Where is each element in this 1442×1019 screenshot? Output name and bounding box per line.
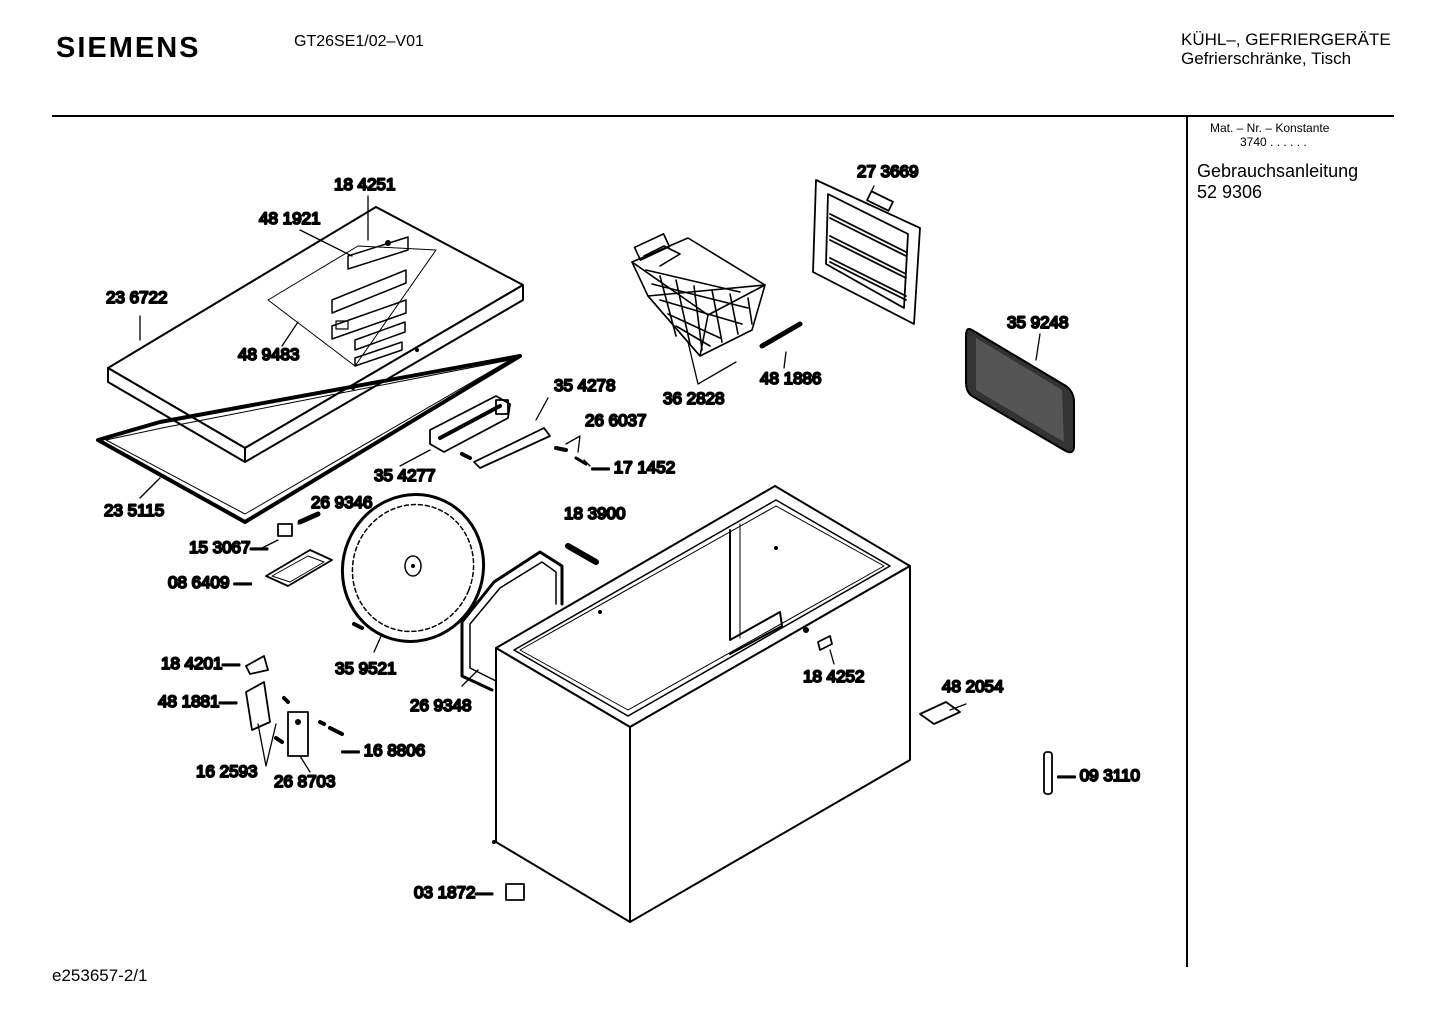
part-label-482054: 48 2054	[942, 677, 1003, 696]
lid-drawing	[107, 206, 524, 463]
mat-label: Mat. – Nr. – Konstante	[1210, 121, 1330, 135]
part-label-153067: 15 3067—	[189, 538, 267, 557]
part-label-235115: 23 5115	[104, 501, 164, 520]
brand-logo: SIEMENS	[56, 32, 201, 64]
part-label-183900: 18 3900	[564, 504, 625, 523]
part-label-168806: — 16 8806	[342, 741, 425, 760]
part-label-268703: 26 8703	[274, 772, 335, 791]
part-label-236722: 23 6722	[106, 288, 167, 307]
handle-drawing	[759, 321, 803, 349]
part-label-171452: — 17 1452	[592, 458, 675, 477]
model-number: GT26SE1/02–V01	[294, 33, 424, 50]
basket-drawing	[631, 233, 766, 357]
part-label-269346: 26 9346	[311, 493, 372, 512]
category-title: KÜHL–, GEFRIERGERÄTE	[1181, 30, 1391, 49]
part-label-093110: — 09 3110	[1058, 766, 1140, 785]
freezer-body-drawing	[492, 485, 911, 923]
part-label-359248: 35 9248	[1007, 313, 1068, 332]
drawing-id: e253657-2/1	[52, 966, 148, 985]
rod-drawing	[565, 543, 599, 565]
sidebar-divider	[1186, 117, 1188, 967]
part-label-086409: 08 6409 —	[168, 573, 251, 592]
back-panel-drawing	[965, 327, 1075, 454]
part-label-184251: 18 4251	[334, 175, 395, 194]
part-label-162593: 16 2593	[196, 762, 257, 781]
part-label-273669: 27 3669	[857, 162, 918, 181]
doc-title: Gebrauchsanleitung	[1197, 161, 1359, 181]
round-cover-drawing	[340, 493, 486, 643]
pipe-drawing	[460, 550, 564, 692]
door-handle-drawing	[429, 395, 588, 469]
part-label-269348: 26 9348	[410, 696, 471, 715]
header-divider	[52, 115, 1394, 117]
part-label-481886: 48 1886	[760, 369, 821, 388]
mat-value: 3740 . . . . . .	[1240, 135, 1307, 149]
category-subtitle: Gefrierschränke, Tisch	[1181, 49, 1352, 68]
small-parts-drawing	[245, 511, 1053, 901]
part-label-184201: 18 4201—	[161, 654, 239, 673]
divider-panel-drawing	[812, 179, 921, 325]
part-label-489483: 48 9483	[238, 345, 299, 364]
part-label-266037: 26 6037	[585, 411, 646, 430]
doc-number: 52 9306	[1197, 182, 1263, 202]
gasket-drawing	[96, 354, 522, 524]
part-label-359521: 35 9521	[335, 659, 396, 678]
part-label-354278: 35 4278	[554, 376, 615, 395]
part-label-481921: 48 1921	[259, 209, 320, 228]
part-label-354277: 35 4277	[374, 466, 435, 485]
part-label-481881: 48 1881—	[158, 692, 236, 711]
part-label-031872: 03 1872—	[414, 883, 492, 902]
part-label-362828: 36 2828	[663, 389, 724, 408]
part-label-184252: 18 4252	[803, 667, 864, 686]
leader-lines	[139, 185, 1041, 773]
